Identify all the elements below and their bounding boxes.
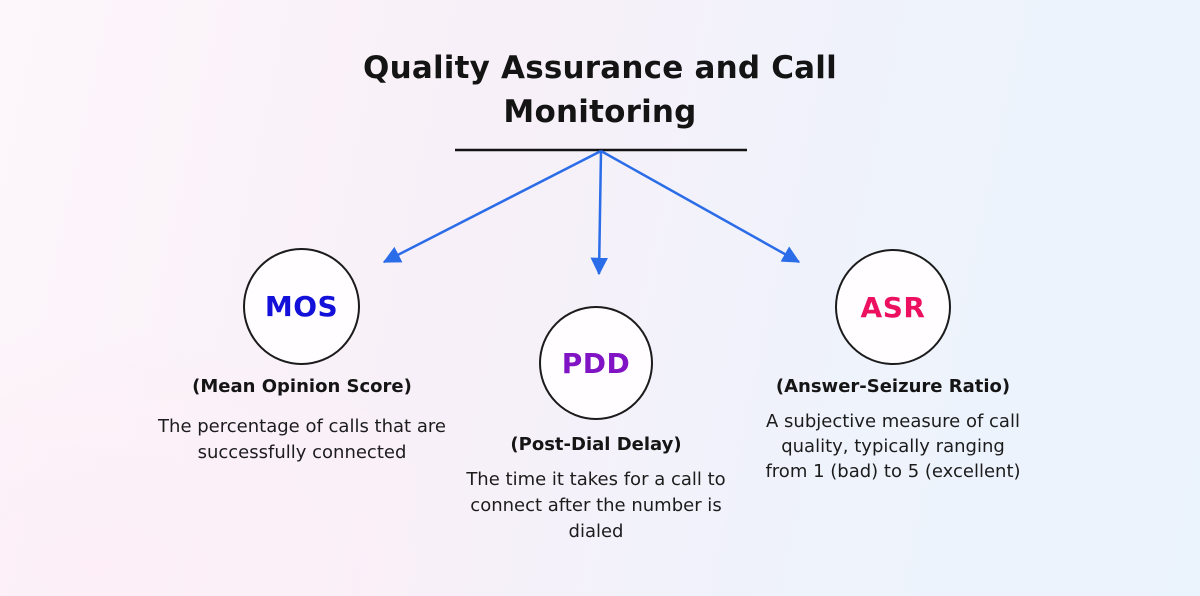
asr-acronym: ASR [860, 290, 926, 324]
asr-caption: (Answer-Seizure Ratio) [775, 376, 1011, 397]
pdd-description-line-2: connect after the number is [470, 495, 722, 516]
pdd-circle: PDD [539, 306, 653, 420]
connector-line-asr [600, 149, 801, 264]
page-title-line-1: Quality Assurance and Call [363, 50, 837, 86]
mos-description: The percentage of calls that are success… [122, 414, 482, 466]
asr-circle: ASR [835, 249, 951, 365]
mos-description-line-1: The percentage of calls that are [158, 416, 446, 437]
page-title-line-2: Monitoring [503, 94, 697, 130]
asr-description-line-2: quality, typically ranging [781, 436, 1005, 457]
pdd-caption: (Post-Dial Delay) [510, 434, 682, 455]
pdd-description-line-1: The time it takes for a call to [466, 469, 726, 490]
mos-acronym: MOS [264, 290, 339, 323]
asr-description-line-3: from 1 (bad) to 5 (excellent) [765, 461, 1021, 482]
asr-description: A subjective measure of call quality, ty… [713, 409, 1073, 484]
connector-line-mos [382, 149, 602, 264]
mos-circle: MOS [243, 248, 360, 365]
pdd-acronym: PDD [561, 346, 631, 380]
pdd-description-line-3: dialed [568, 521, 624, 542]
page-title: Quality Assurance and Call Monitoring [330, 46, 870, 134]
connector-line-pdd [590, 150, 609, 276]
mos-description-line-2: successfully connected [197, 442, 407, 463]
mos-caption: (Mean Opinion Score) [192, 376, 412, 397]
asr-description-line-1: A subjective measure of call [766, 411, 1020, 432]
pdd-description: The time it takes for a call to connect … [436, 467, 756, 545]
